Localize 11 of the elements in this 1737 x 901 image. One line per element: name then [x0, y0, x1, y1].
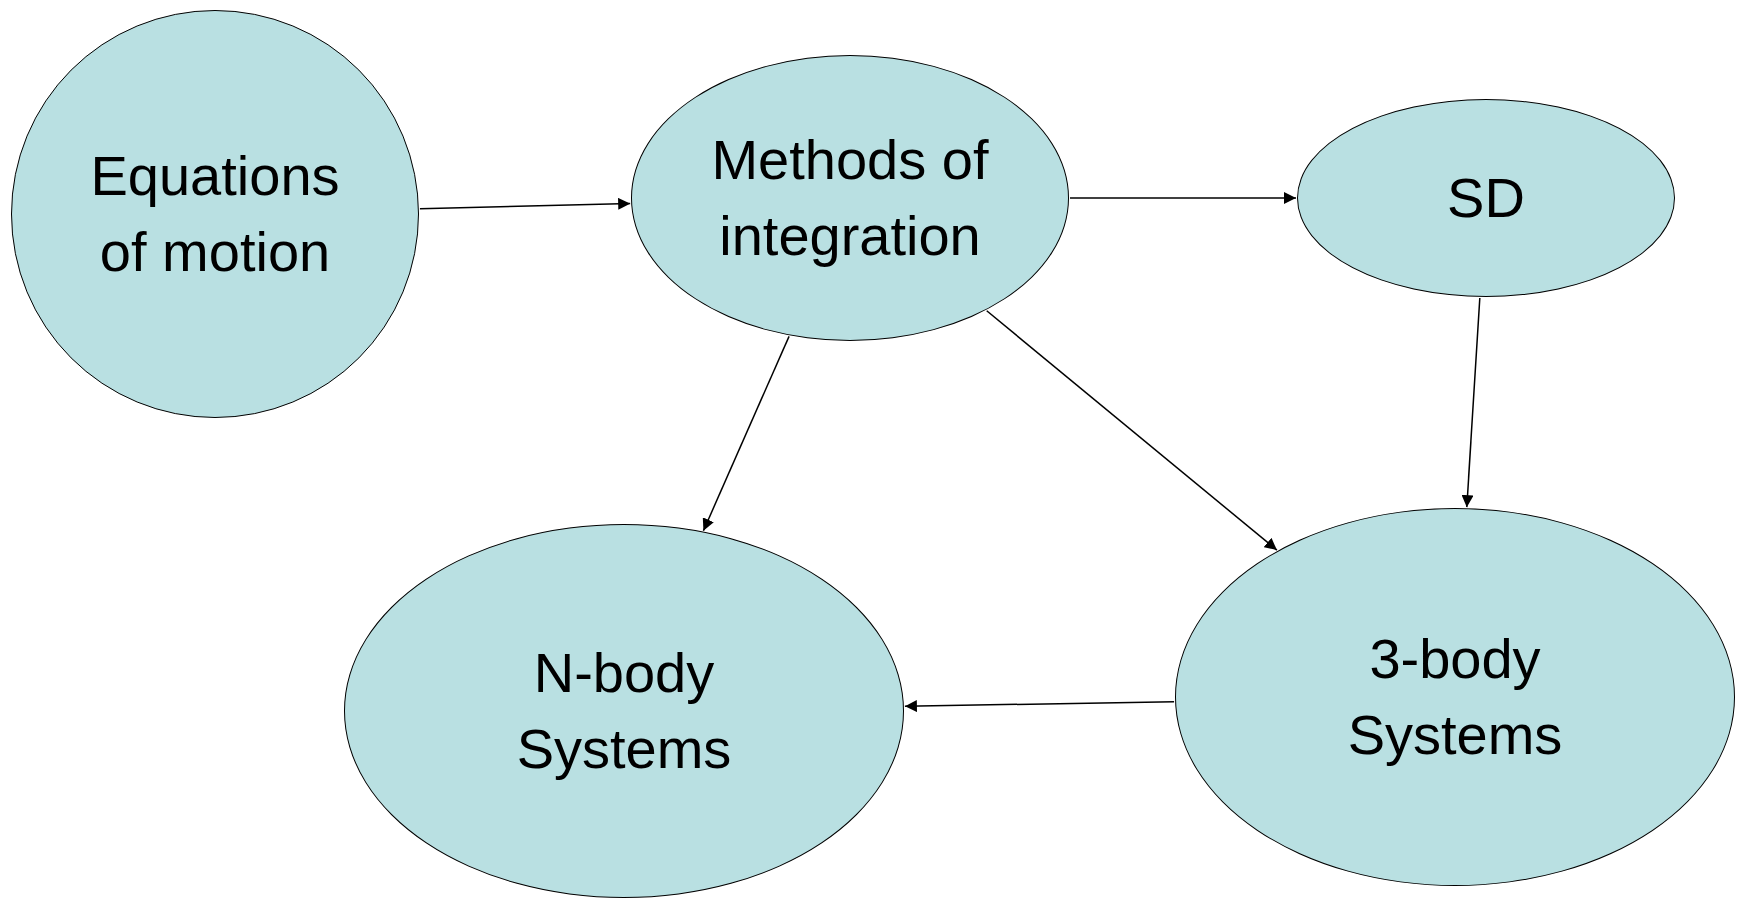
arrow: [1461, 297, 1481, 508]
node-label: Equations of motion: [89, 143, 341, 285]
node-label: Methods of integration: [710, 127, 990, 269]
arrow: [1069, 192, 1297, 204]
node-label: SD: [1446, 165, 1526, 231]
arrow: [419, 197, 631, 210]
arrow: [702, 335, 790, 532]
arrow: [985, 310, 1278, 551]
node-label: 3-body Systems: [1346, 626, 1564, 768]
node-label: N-body Systems: [515, 640, 733, 782]
arrow: [904, 700, 1175, 713]
